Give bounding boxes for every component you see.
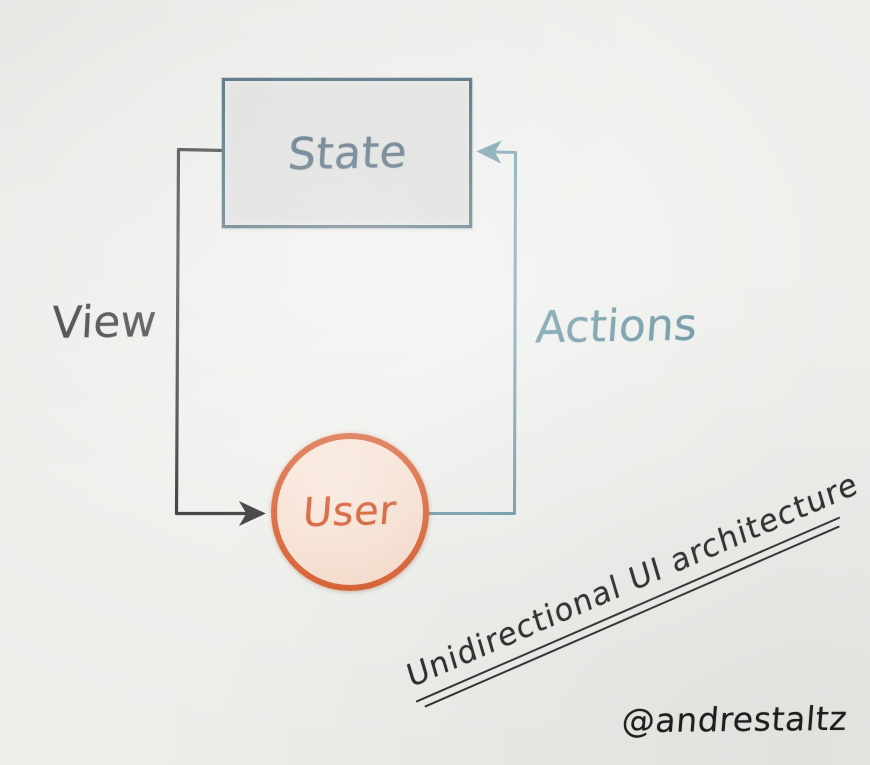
view-edge-label: View: [50, 296, 158, 349]
user-node-label: User: [301, 487, 399, 537]
user-node: User: [271, 433, 429, 591]
state-node: State: [222, 78, 472, 228]
state-node-label: State: [285, 126, 409, 180]
author-handle: @andrestaltz: [620, 698, 849, 741]
actions-edge-label: Actions: [534, 299, 699, 354]
